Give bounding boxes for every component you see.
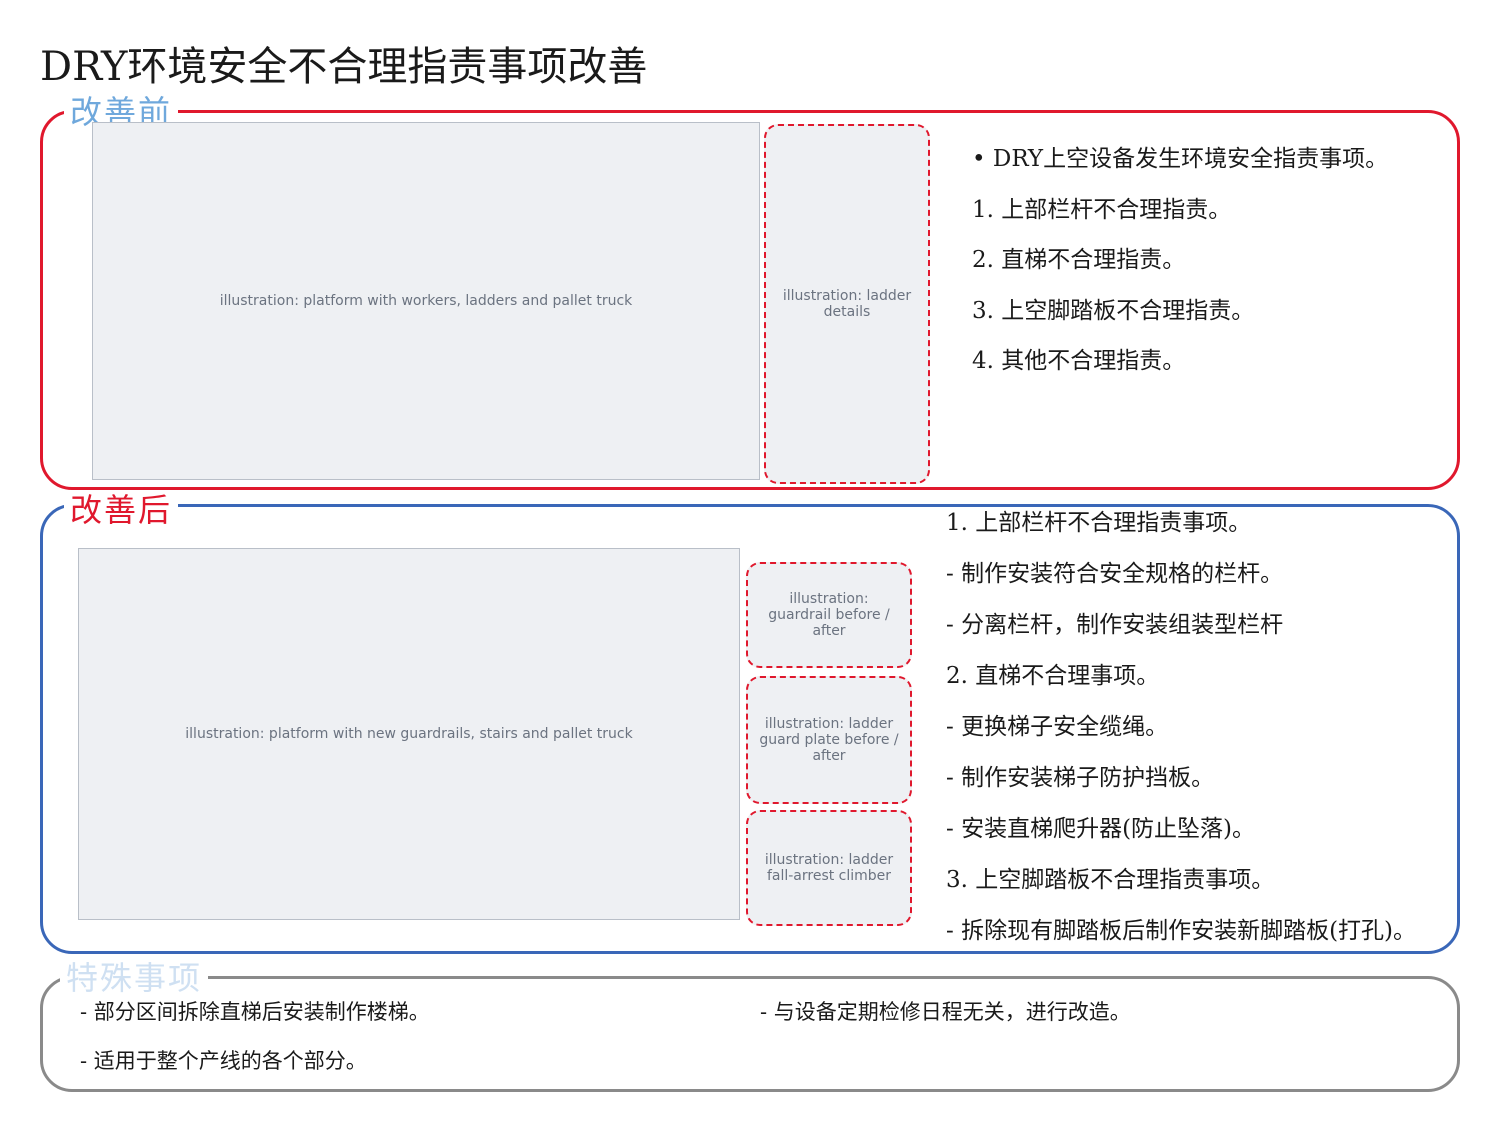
after-point: - 分离栏杆，制作安装组装型栏杆 (946, 612, 1284, 638)
special-item: - 部分区间拆除直梯后安装制作楼梯。 (80, 1000, 430, 1024)
after-point: 1. 上部栏杆不合理指责事项。 (946, 510, 1252, 536)
after-main-image-placeholder: illustration: platform with new guardrai… (78, 548, 740, 920)
before-point-intro: • DRY上空设备发生环境安全指责事项。 (972, 146, 1389, 172)
before-ladder-image-placeholder: illustration: ladder details (764, 124, 930, 484)
after-section-label: 改善后 (64, 490, 179, 530)
before-point-4: 4. 其他不合理指责。 (972, 348, 1186, 374)
after-point: - 制作安装符合安全规格的栏杆。 (946, 561, 1284, 587)
after-detail-image-placeholder: illustration: ladder fall-arrest climber (746, 810, 912, 926)
after-point: 2. 直梯不合理事项。 (946, 663, 1160, 689)
after-detail-image-note: illustration: ladder guard plate before … (759, 716, 899, 764)
after-point: - 制作安装梯子防护挡板。 (946, 765, 1215, 791)
before-main-image-note: illustration: platform with workers, lad… (219, 293, 633, 309)
after-point: 3. 上空脚踏板不合理指责事项。 (946, 867, 1275, 893)
special-item: - 适用于整个产线的各个部分。 (80, 1049, 367, 1073)
after-point: - 拆除现有脚踏板后制作安装新脚踏板(打孔)。 (946, 918, 1417, 944)
before-point-3: 3. 上空脚踏板不合理指责。 (972, 298, 1255, 324)
before-main-image-placeholder: illustration: platform with workers, lad… (92, 122, 760, 480)
special-item: - 与设备定期检修日程无关，进行改造。 (760, 1000, 1131, 1024)
after-point: - 安装直梯爬升器(防止坠落)。 (946, 816, 1256, 842)
special-section-label: 特殊事项 (60, 958, 209, 998)
after-point: - 更换梯子安全缆绳。 (946, 714, 1169, 740)
before-point-2: 2. 直梯不合理指责。 (972, 247, 1186, 273)
after-detail-image-placeholder: illustration: ladder guard plate before … (746, 676, 912, 804)
after-detail-image-note: illustration: ladder fall-arrest climber (764, 852, 894, 884)
before-ladder-image-note: illustration: ladder details (782, 288, 912, 320)
special-panel (40, 976, 1460, 1092)
after-main-image-note: illustration: platform with new guardrai… (185, 726, 633, 742)
page-title: DRY环境安全不合理指责事项改善 (40, 44, 648, 90)
after-detail-image-placeholder: illustration: guardrail before / after (746, 562, 912, 668)
after-detail-image-note: illustration: guardrail before / after (768, 591, 890, 639)
before-point-1: 1. 上部栏杆不合理指责。 (972, 197, 1232, 223)
